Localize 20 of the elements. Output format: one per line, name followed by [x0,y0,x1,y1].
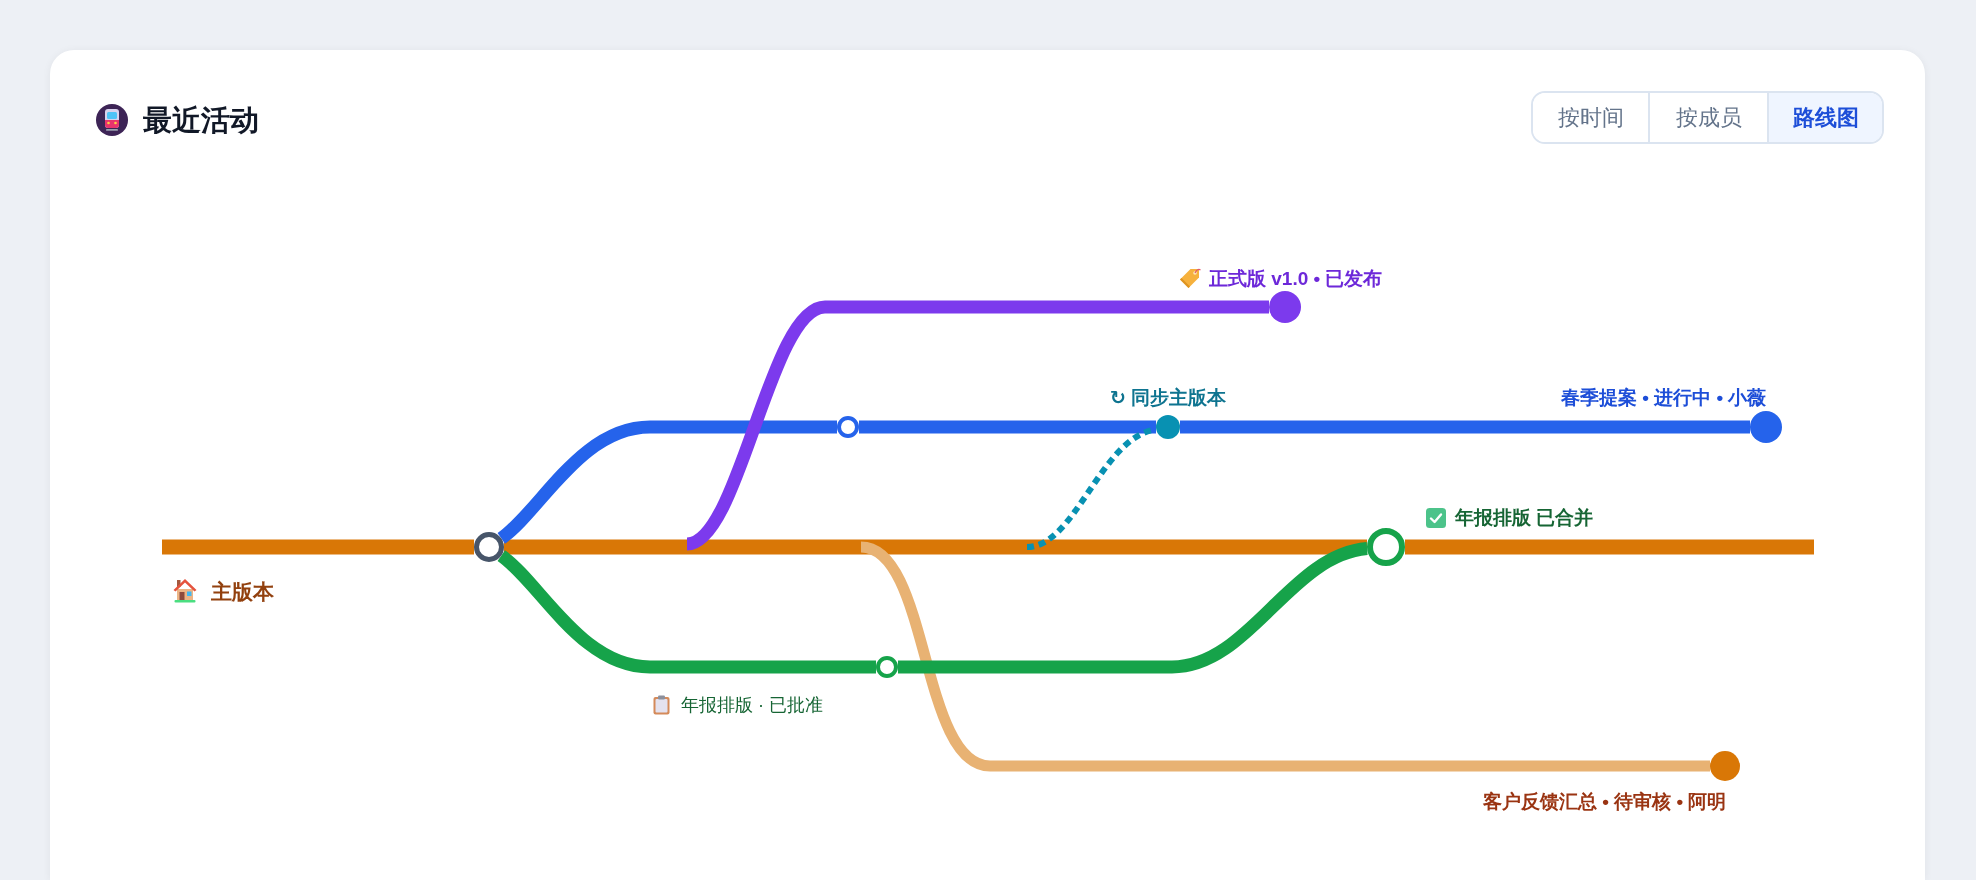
tab: 路线图 [1769,93,1882,142]
line-label: 主版本 [211,578,274,605]
metro-line [859,420,1156,434]
station-label: 年报排版 · 已批准 [681,693,823,717]
metro-line [162,539,474,555]
metro-line [1180,420,1750,434]
metro-line [684,300,1269,551]
station-label: 春季提案 • 进行中 • 小薇 [1561,385,1767,410]
metro-line [898,542,1369,674]
station-label: 正式版 v1.0 • 已发布 [1209,266,1383,291]
metro-line [497,550,876,674]
tab: 按时间 [1533,93,1650,142]
metro-line [859,541,1710,772]
station-label: ↻ 同步主版本 [1110,385,1227,410]
title: 最近活动 [143,103,259,138]
metro-line [497,420,837,544]
metro-line [504,539,1367,555]
station-label: 年报排版 已合并 [1455,505,1594,530]
metro-line [1405,539,1814,555]
station-label: 客户反馈汇总 • 待审核 • 阿明 [1483,789,1727,814]
